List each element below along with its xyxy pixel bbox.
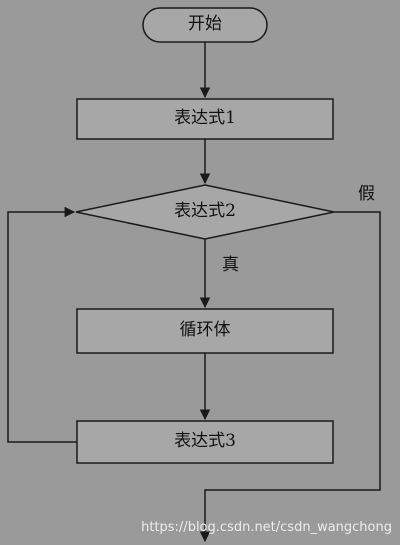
false-label: 假	[358, 184, 375, 204]
start-label: 开始	[188, 14, 222, 34]
loop-body-box	[76, 308, 334, 354]
step3-label: 表达式3	[174, 431, 236, 451]
watermark-url: https://blog.csdn.net/csdn_wangchong	[141, 520, 392, 535]
false-exit-arrow	[199, 211, 381, 543]
loop-body-label: 循环体	[179, 320, 231, 340]
step1-label: 表达式1	[174, 108, 236, 128]
loop-back-arrow	[7, 206, 77, 443]
true-label: 真	[222, 255, 239, 275]
condition-label: 表达式2	[174, 201, 236, 221]
step1-box	[76, 98, 334, 140]
